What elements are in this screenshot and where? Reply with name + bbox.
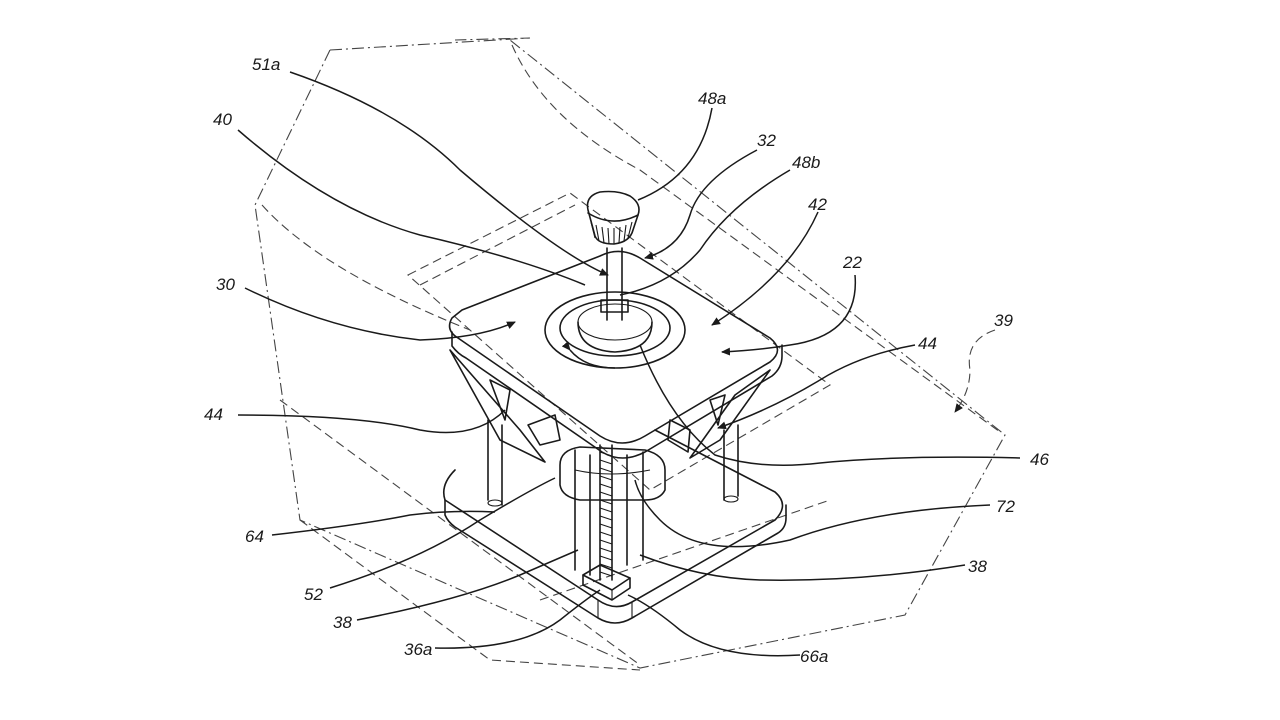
leader-38-right — [639, 554, 966, 581]
screw-collar — [559, 446, 666, 501]
label-22: 22 — [842, 253, 862, 272]
panel-plane-outline — [407, 192, 831, 601]
support-posts — [487, 419, 739, 576]
label-64: 64 — [245, 527, 264, 546]
leader-30 — [244, 287, 516, 341]
leader-22 — [721, 274, 857, 356]
label-44-left: 44 — [204, 405, 223, 424]
leader-46 — [639, 344, 1021, 466]
top-plate — [448, 250, 783, 459]
joystick-shaft — [600, 247, 629, 321]
leader-48a — [637, 107, 713, 201]
leader-72 — [634, 479, 991, 548]
leader-39 — [954, 329, 996, 413]
leader-51a — [289, 71, 609, 276]
leader-64 — [271, 510, 496, 536]
base-plate — [442, 429, 787, 624]
label-36a: 36a — [404, 640, 432, 659]
label-72: 72 — [996, 497, 1015, 516]
label-66a: 66a — [800, 647, 828, 666]
leader-32 — [644, 149, 758, 260]
leader-36a — [434, 589, 601, 649]
leader-48b — [619, 169, 791, 296]
label-40: 40 — [213, 110, 232, 129]
label-44-right: 44 — [918, 334, 937, 353]
leader-40 — [237, 129, 586, 286]
leader-38-left — [356, 549, 579, 621]
leader-44-right — [717, 344, 916, 430]
label-38-left: 38 — [333, 613, 352, 632]
label-51a: 51a — [252, 55, 280, 74]
leader-52 — [329, 477, 556, 589]
gusset-brackets — [449, 349, 771, 463]
lead-screw — [599, 444, 613, 581]
leader-42 — [711, 211, 819, 326]
label-32: 32 — [757, 131, 776, 150]
label-52: 52 — [304, 585, 323, 604]
knurled-knob — [586, 190, 640, 245]
label-46: 46 — [1030, 450, 1049, 469]
label-42: 42 — [808, 195, 827, 214]
label-39: 39 — [994, 311, 1013, 330]
leader-66a — [627, 594, 801, 657]
label-30: 30 — [216, 275, 235, 294]
screw-foot — [582, 564, 631, 601]
reference-labels: 51a 48a 40 32 48b 42 30 22 39 44 44 46 7… — [204, 55, 1049, 666]
label-48a: 48a — [698, 89, 726, 108]
mounting-surface-outline — [254, 37, 1006, 671]
label-38-right: 38 — [968, 557, 987, 576]
label-48b: 48b — [792, 153, 820, 172]
leader-lines — [237, 71, 1021, 657]
leader-44-left — [237, 409, 506, 434]
knob-base-ring — [544, 291, 686, 369]
